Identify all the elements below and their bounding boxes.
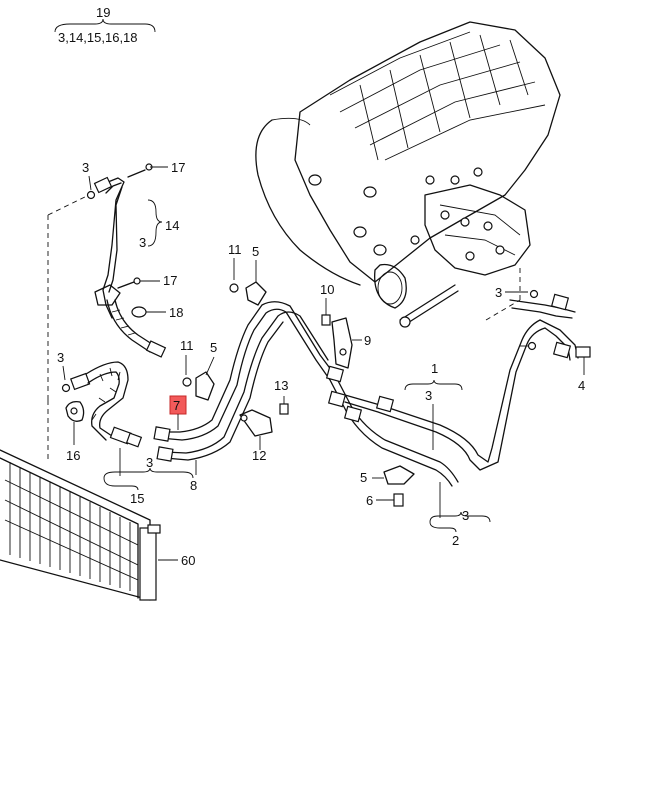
callout-1: 1 bbox=[431, 361, 438, 376]
callout-17b: 17 bbox=[163, 273, 177, 288]
fitting-4: 3 4 bbox=[495, 285, 591, 393]
callout-2: 2 bbox=[452, 533, 459, 548]
callout-11b: 11 bbox=[180, 338, 194, 353]
callout-4: 4 bbox=[578, 378, 585, 393]
callout-7: 7 bbox=[173, 398, 180, 413]
group-bracket-2: 3 2 bbox=[429, 482, 491, 548]
callout-15-3: 3 bbox=[146, 455, 153, 470]
cooler-lines bbox=[153, 268, 579, 487]
hose-assembly-15: 3 16 3 15 bbox=[57, 350, 194, 506]
callout-16: 16 bbox=[66, 448, 80, 463]
group-bracket-19: 19 3,14,15,16,18 bbox=[54, 5, 156, 45]
callout-3b: 3 bbox=[57, 350, 64, 365]
bracket-12: 13 12 bbox=[239, 378, 289, 463]
callout-19-list: 3,14,15,16,18 bbox=[58, 30, 138, 45]
group-bracket-1: 1 3 bbox=[404, 361, 463, 450]
callout-1-3: 3 bbox=[425, 388, 432, 403]
callout-17a: 17 bbox=[171, 160, 185, 175]
oil-cooler-60: 60 bbox=[0, 449, 195, 601]
callout-3a: 3 bbox=[82, 160, 89, 175]
callout-18: 18 bbox=[169, 305, 183, 320]
callout-9: 9 bbox=[364, 333, 371, 348]
callout-5c: 5 bbox=[360, 470, 367, 485]
callout-12: 12 bbox=[252, 448, 266, 463]
callout-60: 60 bbox=[181, 553, 195, 568]
clamp-5-6: 5 6 bbox=[360, 465, 415, 508]
callout-19: 19 bbox=[96, 5, 110, 20]
callout-3c: 3 bbox=[495, 285, 502, 300]
callout-5a: 5 bbox=[252, 244, 259, 259]
clamp-bracket-5: 11 5 bbox=[228, 242, 267, 306]
callout-5b: 5 bbox=[210, 340, 217, 355]
callout-2-3: 3 bbox=[462, 508, 469, 523]
callout-13: 13 bbox=[274, 378, 288, 393]
callout-14-3: 3 bbox=[139, 235, 146, 250]
callout-11a: 11 bbox=[228, 242, 242, 257]
callout-6: 6 bbox=[366, 493, 373, 508]
transmission-housing bbox=[255, 21, 561, 328]
callout-10: 10 bbox=[320, 282, 334, 297]
callout-15: 15 bbox=[130, 491, 144, 506]
callout-14: 14 bbox=[165, 218, 179, 233]
clamp-bracket-lower: 11 5 7 bbox=[169, 338, 217, 430]
callout-8: 8 bbox=[190, 478, 197, 493]
bracket-9: 10 9 bbox=[320, 282, 371, 369]
pipe-assembly-14 bbox=[47, 163, 167, 460]
